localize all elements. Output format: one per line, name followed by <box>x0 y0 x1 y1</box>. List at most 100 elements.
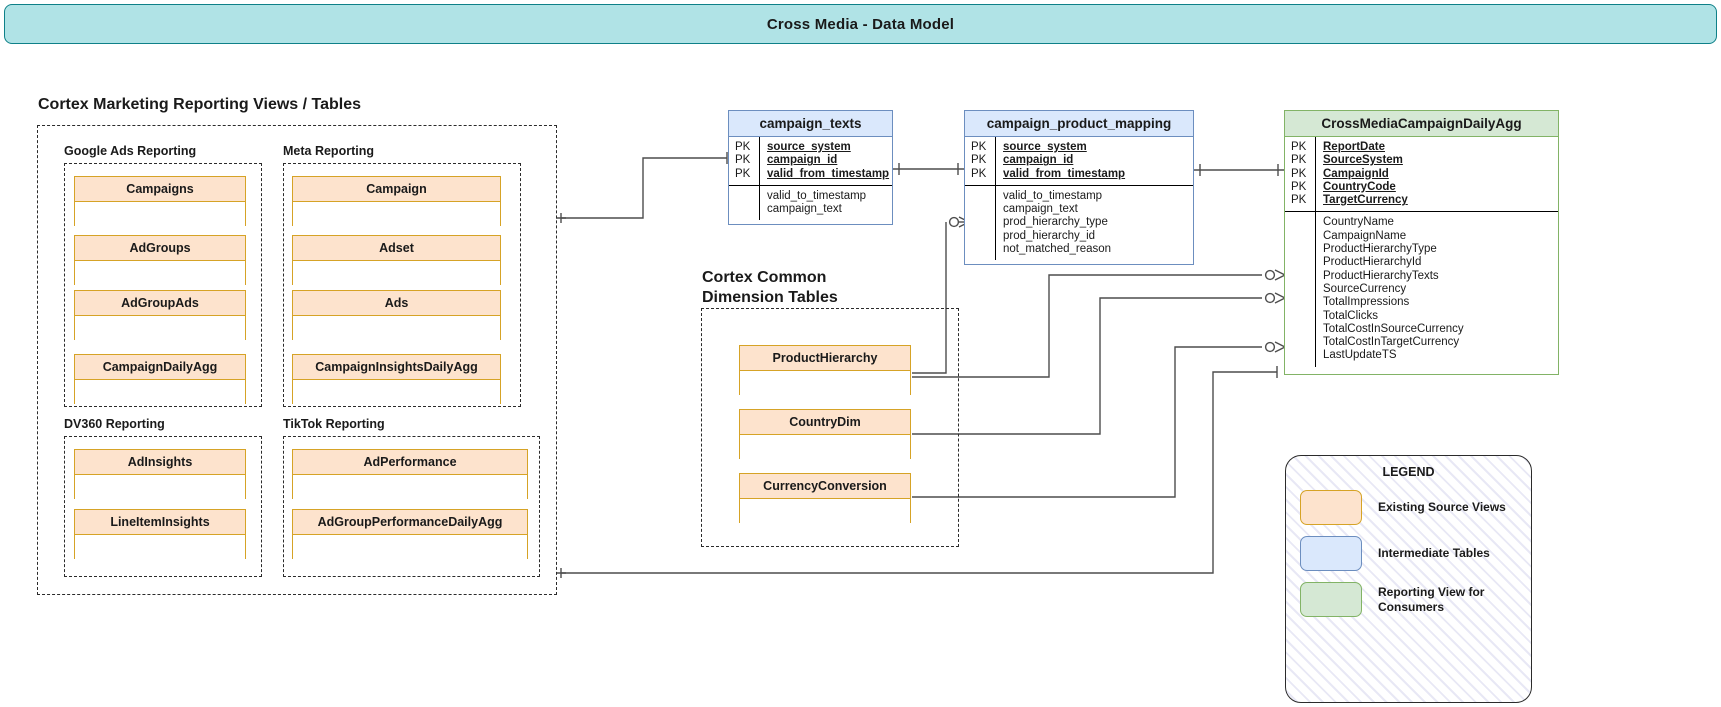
view-body <box>75 202 245 226</box>
view-title: CountryDim <box>740 410 910 435</box>
pk-label: PK <box>1291 180 1307 193</box>
entity-attr: not_matched_reason <box>1003 243 1112 256</box>
view-body <box>293 316 500 340</box>
group-title-dv360: DV360 Reporting <box>64 417 165 431</box>
legend-label: Existing Source Views <box>1378 500 1506 514</box>
entity-key-attrs: ReportDate SourceSystem CampaignId Count… <box>1315 137 1558 212</box>
group-box-dv360 <box>64 436 262 577</box>
pk-label: PK <box>971 167 987 180</box>
view-title: LineItemInsights <box>75 510 245 535</box>
entity-key-field: ReportDate <box>1323 141 1385 153</box>
cortex-common-section-title: Cortex Common Dimension Tables <box>702 269 838 306</box>
entity-cross-media-campaign-daily-agg[interactable]: CrossMediaCampaignDailyAgg PK PK PK PK P… <box>1284 110 1559 375</box>
entity-attr: ProductHierarchyTexts <box>1323 269 1439 282</box>
view-title: AdPerformance <box>293 450 527 475</box>
entity-key-column: PK PK PK <box>965 137 995 185</box>
view-title: CampaignDailyAgg <box>75 355 245 380</box>
entity-attr-list: valid_to_timestamp campaign_text prod_hi… <box>995 185 1193 261</box>
entity-attr: ProductHierarchyType <box>1323 243 1437 256</box>
view-title: AdInsights <box>75 450 245 475</box>
entity-attr: campaign_text <box>767 203 842 216</box>
entity-attr: LastUpdateTS <box>1323 349 1397 362</box>
entity-key-column: PK PK PK PK PK <box>1285 137 1315 211</box>
view-body <box>293 535 527 559</box>
group-box-google-ads <box>64 163 262 407</box>
view-title: Campaign <box>293 177 500 202</box>
view-adinsights[interactable]: AdInsights <box>74 449 246 499</box>
legend-swatch-green <box>1300 582 1362 617</box>
entity-attr: TotalCostInTargetCurrency <box>1323 336 1460 349</box>
view-campaigndailyagg[interactable]: CampaignDailyAgg <box>74 354 246 404</box>
view-title: Adset <box>293 236 500 261</box>
pk-label: PK <box>1291 141 1307 153</box>
group-title-tiktok: TikTok Reporting <box>283 417 385 431</box>
legend-label: Intermediate Tables <box>1378 546 1490 560</box>
dim-countrydim[interactable]: CountryDim <box>739 409 911 459</box>
group-box-tiktok <box>283 436 540 577</box>
entity-attr: SourceCurrency <box>1323 282 1407 295</box>
view-adperformance[interactable]: AdPerformance <box>292 449 528 499</box>
diagram-title: Cross Media - Data Model <box>766 15 955 33</box>
pk-label: PK <box>1291 194 1307 207</box>
entity-attr: campaign_text <box>1003 203 1078 216</box>
view-adgroupads[interactable]: AdGroupAds <box>74 290 246 340</box>
entity-key-field: valid_from_timestamp <box>767 167 890 180</box>
legend-item-reporting-view: Reporting View for Consumers <box>1300 582 1531 617</box>
legend-label: Reporting View for Consumers <box>1378 584 1485 614</box>
view-title: AdGroupPerformanceDailyAgg <box>293 510 527 535</box>
entity-attr: TotalCostInSourceCurrency <box>1323 322 1464 335</box>
group-box-meta <box>283 163 521 407</box>
view-title: AdGroups <box>75 236 245 261</box>
entity-key-column-empty <box>729 186 759 221</box>
entity-key-field: CampaignId <box>1323 167 1389 180</box>
entity-key-field: campaign_id <box>1003 154 1074 167</box>
cortex-common-container <box>701 308 959 547</box>
view-title: AdGroupAds <box>75 291 245 316</box>
entity-key-attrs: source_system campaign_id valid_from_tim… <box>995 137 1193 185</box>
view-lineiteminsights[interactable]: LineItemInsights <box>74 509 246 559</box>
entity-title: CrossMediaCampaignDailyAgg <box>1285 111 1558 137</box>
dim-producthierarchy[interactable]: ProductHierarchy <box>739 345 911 395</box>
entity-attr: prod_hierarchy_type <box>1003 216 1108 229</box>
group-title-meta: Meta Reporting <box>283 144 374 158</box>
view-campaign[interactable]: Campaign <box>292 176 501 226</box>
view-body <box>75 380 245 404</box>
view-body <box>740 371 910 395</box>
dim-currencyconversion[interactable]: CurrencyConversion <box>739 473 911 523</box>
pk-label: PK <box>1291 167 1307 180</box>
entity-attr-list: valid_to_timestamp campaign_text <box>759 185 892 221</box>
view-body <box>293 475 527 499</box>
view-adgroups[interactable]: AdGroups <box>74 235 246 285</box>
entity-key-field: CountryCode <box>1323 180 1396 193</box>
entity-key-field: source_system <box>767 141 851 153</box>
view-body <box>740 435 910 459</box>
entity-campaign-texts[interactable]: campaign_texts PK PK PK source_system ca… <box>728 110 893 225</box>
pk-label: PK <box>971 154 987 167</box>
view-body <box>293 261 500 285</box>
cortex-marketing-container <box>37 125 557 595</box>
view-body <box>75 261 245 285</box>
view-body <box>740 499 910 523</box>
entity-attr: valid_to_timestamp <box>1003 189 1103 202</box>
view-ads[interactable]: Ads <box>292 290 501 340</box>
pk-label: PK <box>735 141 751 153</box>
view-title: CurrencyConversion <box>740 474 910 499</box>
entity-key-field: campaign_id <box>767 154 838 167</box>
view-adgroupperformancedailyagg[interactable]: AdGroupPerformanceDailyAgg <box>292 509 528 559</box>
view-adset[interactable]: Adset <box>292 235 501 285</box>
entity-title: campaign_product_mapping <box>965 111 1193 137</box>
legend-panel: LEGEND Existing Source Views Intermediat… <box>1285 455 1532 703</box>
pk-label: PK <box>971 141 987 153</box>
view-body <box>75 475 245 499</box>
legend-title: LEGEND <box>1382 465 1435 479</box>
view-campaigninsightsdailyagg[interactable]: CampaignInsightsDailyAgg <box>292 354 501 404</box>
view-body <box>293 380 500 404</box>
view-campaigns[interactable]: Campaigns <box>74 176 246 226</box>
entity-campaign-product-mapping[interactable]: campaign_product_mapping PK PK PK source… <box>964 110 1194 265</box>
entity-attr: ProductHierarchyId <box>1323 256 1422 269</box>
entity-key-field: TargetCurrency <box>1323 194 1408 207</box>
entity-attr-list: CountryName CampaignName ProductHierarch… <box>1315 212 1558 367</box>
diagram-title-banner: Cross Media - Data Model <box>4 4 1717 44</box>
entity-key-field: valid_from_timestamp <box>1003 167 1126 180</box>
entity-attr: prod_hierarchy_id <box>1003 229 1096 242</box>
